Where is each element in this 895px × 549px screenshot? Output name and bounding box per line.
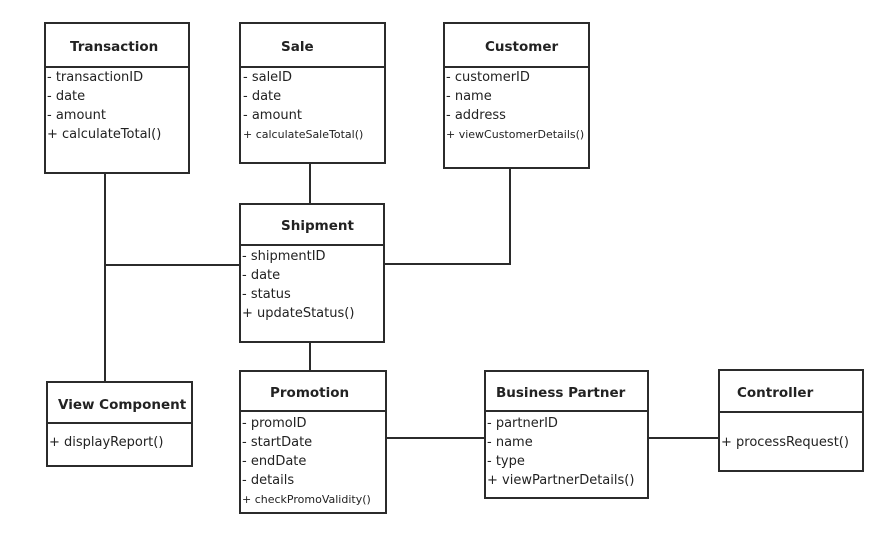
class-attribute: - customerID <box>446 70 530 85</box>
class-method: + viewPartnerDetails() <box>487 473 634 488</box>
class-attribute: - promoID <box>242 416 307 431</box>
class-title: Promotion <box>270 385 349 401</box>
class-title: View Component <box>58 397 187 413</box>
class-method: + displayReport() <box>49 435 163 450</box>
class-attribute: - name <box>446 89 492 104</box>
class-title: Customer <box>485 39 559 55</box>
class-method: + processRequest() <box>721 435 849 450</box>
class-view-component[interactable]: View Component + displayReport() <box>46 381 193 467</box>
class-attribute: - saleID <box>243 70 292 85</box>
class-attribute: - amount <box>47 108 106 123</box>
class-business-partner[interactable]: Business Partner - partnerID - name - ty… <box>484 370 649 499</box>
class-method: + calculateSaleTotal() <box>243 128 363 141</box>
class-method: + viewCustomerDetails() <box>446 128 584 141</box>
class-title: Transaction <box>70 39 158 55</box>
class-attribute: - address <box>446 108 506 123</box>
class-attribute: - type <box>487 454 525 469</box>
class-attribute: - partnerID <box>487 416 558 431</box>
class-attribute: - shipmentID <box>242 249 326 264</box>
class-shipment[interactable]: Shipment - shipmentID - date - status + … <box>239 203 385 343</box>
class-title: Business Partner <box>496 385 626 401</box>
class-method: + calculateTotal() <box>47 127 161 142</box>
class-customer[interactable]: Customer - customerID - name - address +… <box>443 22 590 169</box>
class-promotion[interactable]: Promotion - promoID - startDate - endDat… <box>239 370 387 514</box>
class-attribute: - date <box>242 268 280 283</box>
associations <box>104 163 719 439</box>
class-attribute: - details <box>242 473 294 488</box>
class-attribute: - amount <box>243 108 302 123</box>
class-attribute: - transactionID <box>47 70 143 85</box>
class-attribute: - date <box>243 89 281 104</box>
class-method: + checkPromoValidity() <box>242 493 371 506</box>
class-sale[interactable]: Sale - saleID - date - amount + calculat… <box>239 22 386 164</box>
class-method: + updateStatus() <box>242 306 354 321</box>
class-attribute: - name <box>487 435 533 450</box>
class-controller[interactable]: Controller + processRequest() <box>718 369 864 472</box>
class-attribute: - status <box>242 287 291 302</box>
class-attribute: - startDate <box>242 435 312 450</box>
assoc-customer-shipment <box>384 168 511 265</box>
class-attribute: - endDate <box>242 454 306 469</box>
class-title: Sale <box>281 39 314 55</box>
class-attribute: - date <box>47 89 85 104</box>
class-title: Controller <box>737 385 814 401</box>
class-transaction[interactable]: Transaction - transactionID - date - amo… <box>44 22 190 174</box>
class-title: Shipment <box>281 218 354 234</box>
